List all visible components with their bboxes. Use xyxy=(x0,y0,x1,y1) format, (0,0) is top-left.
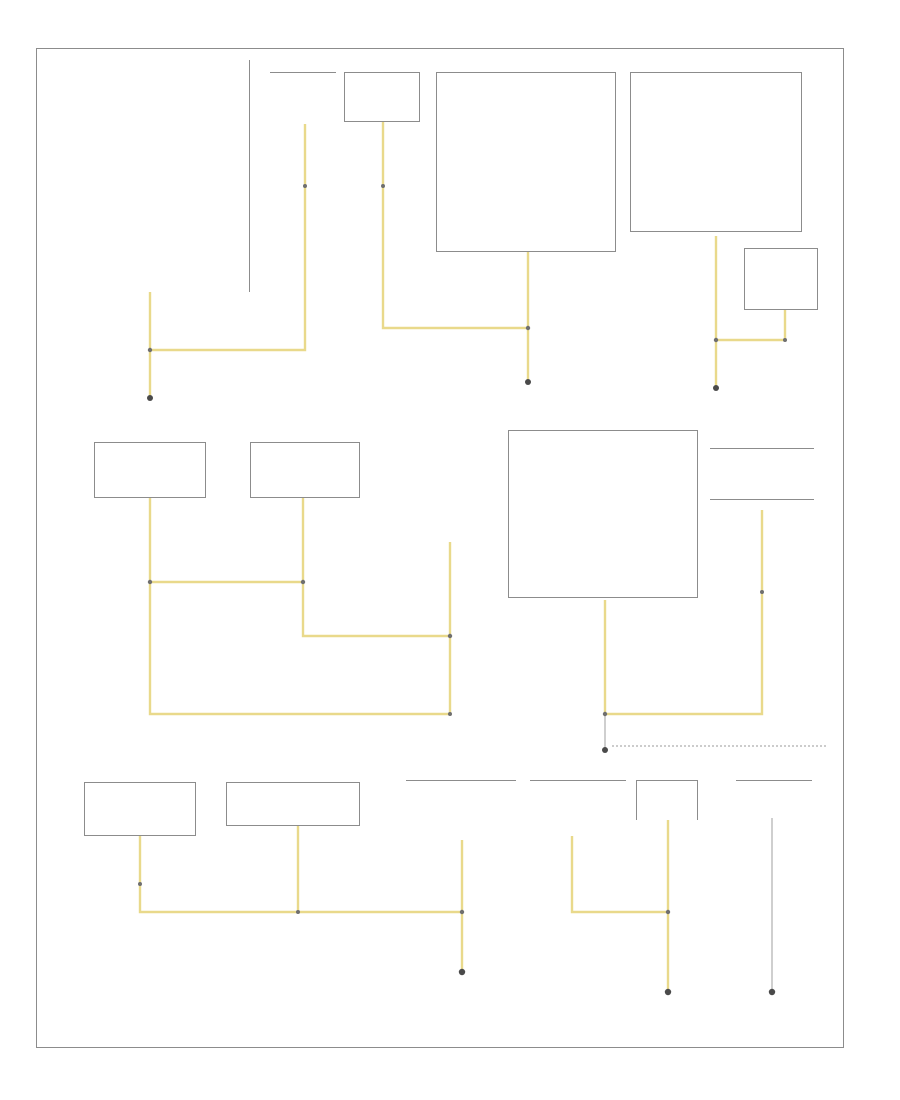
splice-dot xyxy=(303,184,307,188)
splice-dot xyxy=(760,590,764,594)
splice-dot xyxy=(300,579,306,585)
ground-symbol xyxy=(147,395,153,401)
component-box xyxy=(344,72,420,122)
splice-dot xyxy=(381,184,385,188)
splice-dot xyxy=(138,882,142,886)
wire xyxy=(381,120,530,330)
wire xyxy=(148,110,307,352)
component-box xyxy=(270,72,336,124)
wire xyxy=(150,498,305,584)
component-box xyxy=(406,780,516,820)
wire xyxy=(570,818,670,914)
component-box xyxy=(94,442,206,498)
splice-dot xyxy=(665,909,671,915)
ground-symbol xyxy=(602,747,608,753)
component-box xyxy=(250,442,360,498)
component-box xyxy=(630,72,802,232)
splice-dot xyxy=(448,712,452,716)
ground-symbol xyxy=(713,385,719,391)
splice-dot xyxy=(296,910,300,914)
wire xyxy=(301,582,450,638)
ground-symbol xyxy=(768,988,776,996)
ground-symbol xyxy=(664,988,672,996)
component-box xyxy=(736,780,812,810)
splice-dot xyxy=(147,347,153,353)
ground-symbol xyxy=(458,968,466,976)
component-box xyxy=(390,442,494,542)
splice-dot xyxy=(713,337,719,343)
splice-dot xyxy=(525,325,531,331)
splice-dot xyxy=(459,909,465,915)
component-box xyxy=(508,430,698,598)
splice-dot xyxy=(602,711,608,717)
component-box xyxy=(84,782,196,836)
wire xyxy=(716,310,787,342)
wire xyxy=(148,498,452,716)
component-box xyxy=(636,780,698,820)
splice-dot xyxy=(783,338,787,342)
ground-symbol xyxy=(525,379,531,385)
wire xyxy=(603,510,764,716)
component-box xyxy=(744,248,818,310)
splice-dot xyxy=(147,579,153,585)
wire xyxy=(138,836,464,914)
splice-dot xyxy=(447,633,453,639)
component-box xyxy=(530,780,626,820)
component-box xyxy=(50,60,250,292)
component-box xyxy=(226,782,360,826)
diagram-frame xyxy=(36,48,844,1048)
component-box xyxy=(710,448,814,500)
component-box xyxy=(436,72,616,252)
